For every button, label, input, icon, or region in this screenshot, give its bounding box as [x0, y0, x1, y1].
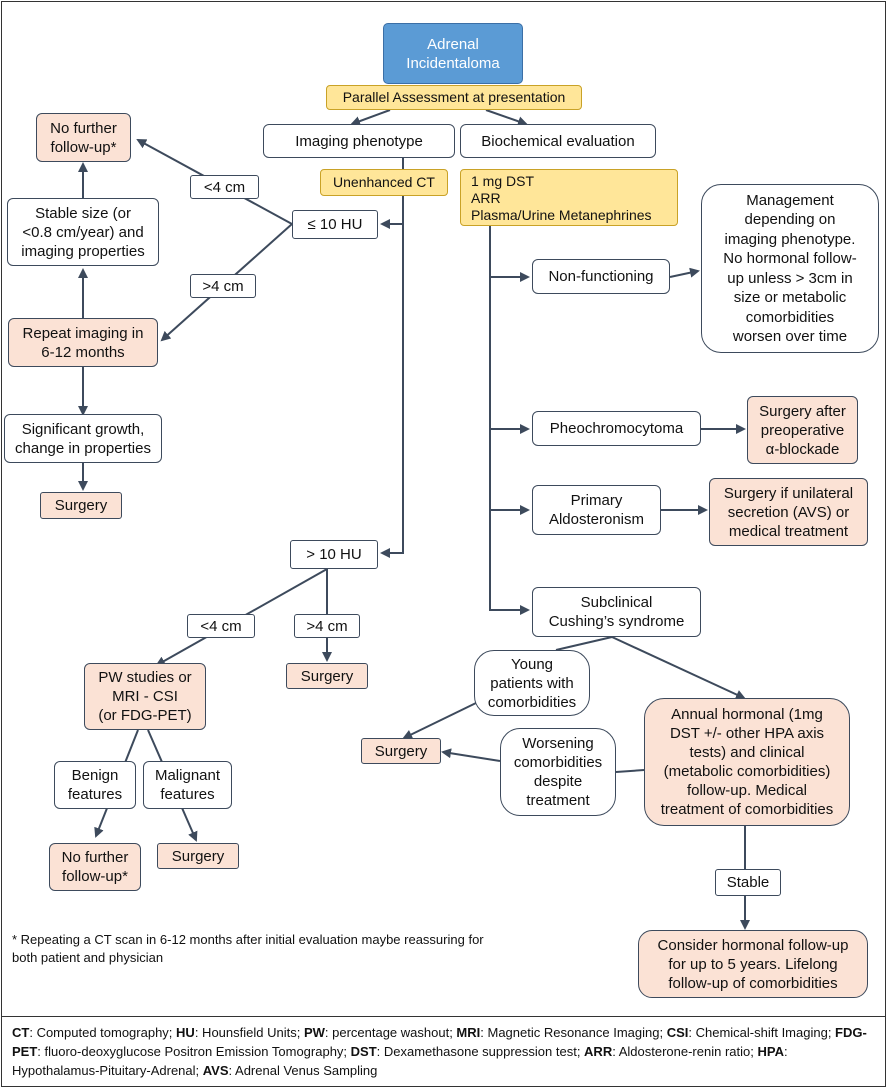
legend-entry: DST: Dexamethasone suppression test;	[351, 1044, 584, 1059]
node-surgery-malignant: Surgery	[157, 843, 239, 869]
legend-abbr: MRI	[456, 1025, 481, 1040]
node-no-further-top: No further follow-up*	[36, 113, 131, 162]
node-no-further-bottom: No further follow-up*	[49, 843, 141, 891]
legend-entry: PW: percentage washout;	[304, 1025, 456, 1040]
node-pw-studies: PW studies or MRI - CSI (or FDG-PET)	[84, 663, 206, 730]
node-malignant-features: Malignant features	[143, 761, 232, 809]
legend-abbr: FDG-PET	[12, 1025, 867, 1059]
arrow-cushing-young	[555, 636, 613, 651]
legend-abbr: ARR	[584, 1044, 613, 1059]
node-annual-followup: Annual hormonal (1mg DST +/- other HPA a…	[644, 698, 850, 826]
node-non-functioning: Non-functioning	[532, 259, 670, 294]
label-lt4-top: <4 cm	[190, 175, 259, 199]
node-imaging-phenotype: Imaging phenotype	[263, 124, 455, 158]
node-subclinical-cushing: Subclinical Cushing’s syndrome	[532, 587, 701, 637]
arrow-parallel-imaging	[350, 109, 391, 126]
node-surgery-cushing: Surgery	[361, 738, 441, 764]
legend-abbr: CSI	[666, 1025, 689, 1040]
biochem-spine	[489, 226, 530, 615]
arrow-cushing-annual	[611, 636, 746, 700]
node-unenhanced-ct: Unenhanced CT	[320, 169, 448, 196]
legend-def: : Chemical-shift Imaging;	[688, 1025, 836, 1040]
node-worsening-comorbidities: Worsening comorbidities despite treatmen…	[500, 728, 616, 816]
node-surgery-left: Surgery	[40, 492, 122, 519]
legend-entry: MRI: Magnetic Resonance Imaging;	[456, 1025, 666, 1040]
legend-def: : Dexamethasone suppression test;	[376, 1044, 585, 1059]
divider	[1, 1016, 886, 1017]
arrow-young-surgery	[402, 702, 477, 739]
legend-def: : Adrenal Venus Sampling	[228, 1063, 378, 1078]
legend-entry: CT: Computed tomography;	[12, 1025, 176, 1040]
node-pheochromocytoma: Pheochromocytoma	[532, 411, 701, 446]
legend-abbr: DST	[350, 1044, 377, 1059]
footnote: * Repeating a CT scan in 6-12 months aft…	[12, 932, 484, 965]
arrow-worsening-surgery	[441, 748, 501, 762]
legend-def: : Aldosterone-renin ratio;	[612, 1044, 758, 1059]
node-primary-aldosteronism: Primary Aldosteronism	[532, 485, 661, 535]
label-lt4-bottom: <4 cm	[187, 614, 255, 638]
node-benign-features: Benign features	[54, 761, 136, 809]
legend-entry: AVS: Adrenal Venus Sampling	[203, 1063, 378, 1078]
node-repeat-imaging: Repeat imaging in 6-12 months	[8, 318, 158, 367]
legend-abbr: AVS	[202, 1063, 229, 1078]
node-adrenal-incidentaloma: Adrenal Incidentaloma	[383, 23, 523, 84]
node-significant-growth: Significant growth, change in properties	[4, 414, 162, 463]
arrow-parallel-biochem	[485, 109, 528, 127]
label-gt4-top: >4 cm	[190, 274, 256, 298]
arrow-ct-gt10	[380, 224, 404, 558]
line-annual-worsening	[615, 769, 645, 773]
node-surgery-pheo: Surgery after preoperative α-blockade	[747, 396, 858, 464]
legend-abbr: CT	[12, 1025, 30, 1040]
node-le10hu: ≤ 10 HU	[292, 210, 378, 239]
node-surgery-aldo: Surgery if unilateral secretion (AVS) or…	[709, 478, 868, 546]
legend-def: : Computed tomography;	[29, 1025, 177, 1040]
node-surgery-gt4: Surgery	[286, 663, 368, 689]
node-management: Management depending on imaging phenotyp…	[701, 184, 879, 353]
label-gt4-bottom: >4 cm	[294, 614, 360, 638]
legend-def: : Hounsfield Units;	[194, 1025, 304, 1040]
node-biochemical-evaluation: Biochemical evaluation	[460, 124, 656, 158]
legend-def: : Magnetic Resonance Imaging;	[480, 1025, 667, 1040]
legend-def: : fluoro-deoxyglucose Positron Emission …	[37, 1044, 351, 1059]
legend-def: : percentage washout;	[324, 1025, 457, 1040]
node-parallel-assessment: Parallel Assessment at presentation	[326, 85, 582, 110]
arrow-nonfunc-mgmt	[669, 267, 700, 278]
legend-def: : Hypothalamus-Pituitary-Adrenal;	[12, 1044, 788, 1078]
node-biochem-tests: 1 mg DST ARR Plasma/Urine Metanephrines	[460, 169, 678, 226]
node-gt10hu: > 10 HU	[290, 540, 378, 569]
legend-abbr: HU	[176, 1025, 195, 1040]
node-young-patients: Young patients with comorbidities	[474, 650, 590, 716]
legend-entry: FDG-PET: fluoro-deoxyglucose Positron Em…	[12, 1025, 867, 1059]
legend-entry: HPA: Hypothalamus-Pituitary-Adrenal;	[12, 1044, 788, 1078]
abbreviation-legend: CT: Computed tomography; HU: Hounsfield …	[12, 1023, 878, 1080]
legend-abbr: PW	[303, 1025, 325, 1040]
legend-entry: HU: Hounsfield Units;	[176, 1025, 304, 1040]
node-consider-hormonal: Consider hormonal follow-up for up to 5 …	[638, 930, 868, 998]
node-stable-size: Stable size (or <0.8 cm/year) and imagin…	[7, 198, 159, 266]
legend-entry: ARR: Aldosterone-renin ratio;	[584, 1044, 757, 1059]
legend-entry: CSI: Chemical-shift Imaging;	[667, 1025, 835, 1040]
label-stable: Stable	[715, 869, 781, 896]
legend-abbr: HPA	[757, 1044, 784, 1059]
